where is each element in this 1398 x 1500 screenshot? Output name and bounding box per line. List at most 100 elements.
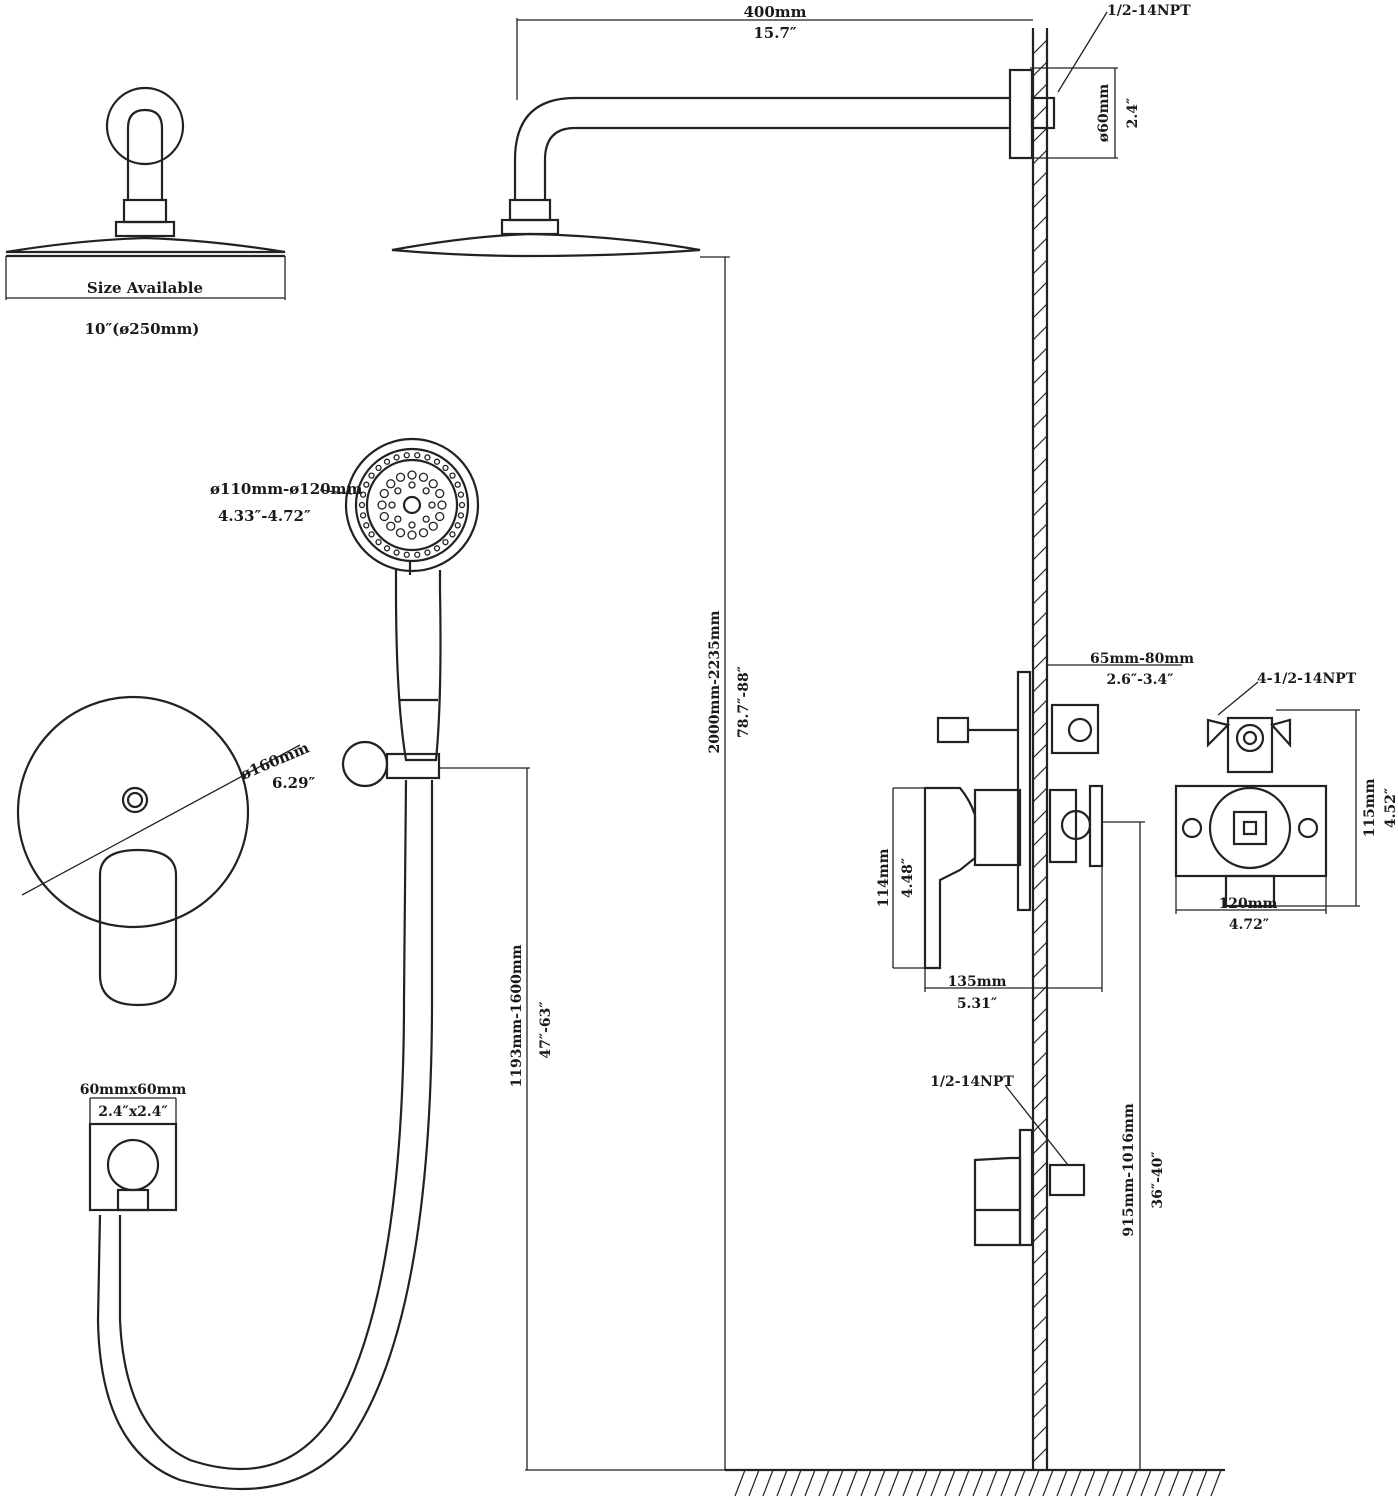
wall-hatch-line <box>1032 765 1048 781</box>
spray-nozzle <box>393 454 400 461</box>
floor-hatch-line <box>1042 1469 1054 1497</box>
arm-length-in: 15.7″ <box>753 24 797 42</box>
wall-hatch-line <box>1032 963 1048 979</box>
valve-body-height-dimension: 115mm 4.52″ <box>1276 709 1398 907</box>
wall-hatch-line <box>1032 1359 1048 1375</box>
spray-nozzle <box>386 479 396 489</box>
wall-hatch-line <box>1032 1029 1048 1045</box>
valve-proj-mm: 135mm <box>948 974 1007 990</box>
wall-hatch-line <box>1032 611 1048 627</box>
hand-shower-holder <box>96 740 441 1491</box>
valve-proj-in: 5.31″ <box>957 996 997 1012</box>
spray-nozzle <box>424 549 431 556</box>
floor-hatch-line <box>874 1469 886 1497</box>
floor-hatch-line <box>916 1469 928 1497</box>
spray-nozzle <box>422 487 430 495</box>
holder-height-in: 47″-63″ <box>538 1001 554 1058</box>
floor-hatch-line <box>762 1469 774 1497</box>
lower-outlet: 1/2-14NPT <box>930 1074 1086 1247</box>
arm-thread-label: 1/2-14NPT <box>1107 3 1191 19</box>
hand-shower <box>344 437 480 762</box>
handle-height-in: 4.48″ <box>900 858 916 898</box>
spray-nozzle <box>395 472 406 482</box>
wall-hatch-line <box>1032 655 1048 671</box>
wall-hatch-line <box>1032 61 1048 77</box>
rain-head-height-dimension: 2000mm-2235mm 78.7″-88″ <box>700 256 752 1470</box>
wall-hatch-line <box>1032 1051 1048 1067</box>
floor-hatch-line <box>776 1469 788 1497</box>
wall-hatch-line <box>1032 413 1048 429</box>
wall-hatch-line <box>1032 677 1048 693</box>
floor-hatch-line <box>986 1469 998 1497</box>
wall-hatch-line <box>1032 1205 1048 1221</box>
wall-hatch-line <box>1032 435 1048 451</box>
spray-nozzle <box>375 464 382 471</box>
valve-height-in: 36″-40″ <box>1150 1151 1166 1208</box>
wall-hatch-line <box>1032 39 1048 55</box>
spray-nozzle <box>363 522 370 529</box>
spray-nozzle <box>408 481 416 489</box>
floor-hatch-line <box>790 1469 802 1497</box>
wall-hatch-line <box>1032 281 1048 297</box>
wall-hatch-line <box>1032 1095 1048 1111</box>
spray-nozzle <box>368 531 375 538</box>
wall-hatch-line <box>1032 105 1048 121</box>
wall-hatch-line <box>1032 369 1048 385</box>
wall-hatch-line <box>1032 1337 1048 1353</box>
wall-hatch-line <box>1032 919 1048 935</box>
wall-hatch-line <box>1032 259 1048 275</box>
wall-hatch-line <box>1032 171 1048 187</box>
spray-nozzle <box>457 491 465 498</box>
valve-side-view <box>923 670 1104 970</box>
arm-thread-callout: 1/2-14NPT <box>1057 3 1191 93</box>
spray-nozzle <box>395 528 406 538</box>
arm-length-dimension: 400mm 15.7″ <box>516 3 1033 100</box>
valve-projection-dimension: 135mm 5.31″ <box>924 866 1103 1012</box>
wall-hatch-line <box>1032 479 1048 495</box>
floor-hatch-line <box>1210 1469 1222 1497</box>
wall-hatch-line <box>1032 149 1048 165</box>
wall-hatch-line <box>1032 457 1048 473</box>
valve-body-width-dimension: 120mm 4.72″ <box>1175 876 1327 933</box>
spray-nozzle <box>379 511 389 522</box>
spray-nozzle <box>407 470 417 480</box>
wall-hatch-line <box>1032 127 1048 143</box>
spray-nozzle <box>368 472 375 479</box>
wall-hatch-line <box>1032 1425 1048 1441</box>
wall-hatch-line <box>1032 809 1048 825</box>
spray-nozzle <box>418 528 429 538</box>
spray-nozzle <box>435 488 445 499</box>
floor-hatch-line <box>972 1469 984 1497</box>
floor <box>725 1468 1225 1497</box>
spray-nozzle <box>454 522 461 529</box>
rain-head-top-view: Size Available 10″(ø250mm) <box>5 86 286 338</box>
spray-nozzle <box>449 472 456 479</box>
wall-hatch-line <box>1032 1227 1048 1243</box>
flange-mm: ø60mm <box>1096 84 1112 143</box>
wall-outlet <box>88 1097 178 1212</box>
spray-nozzle <box>407 530 417 540</box>
wall-hatch-line <box>1032 589 1048 605</box>
holder-height-mm: 1193mm-1600mm <box>509 944 525 1087</box>
floor-hatch-line <box>930 1469 942 1497</box>
spray-nozzle <box>454 481 461 488</box>
wall-hatch-line <box>1032 743 1048 759</box>
holder-height-dimension: 1193mm-1600mm 47″-63″ <box>440 767 725 1471</box>
floor-hatch-line <box>1196 1469 1208 1497</box>
wall-hatch-line <box>1032 941 1048 957</box>
wall-hatch-line <box>1032 303 1048 319</box>
wall-outlet-size-in: 2.4″x2.4″ <box>98 1104 168 1120</box>
spray-nozzle <box>403 551 410 558</box>
wall-hatch-line <box>1032 391 1048 407</box>
spray-nozzle <box>458 501 466 509</box>
valve-body-thread: 4-1/2-14NPT <box>1257 671 1357 687</box>
spray-nozzle <box>442 539 449 546</box>
wall-hatch-line <box>1032 1073 1048 1089</box>
floor-hatch-line <box>1014 1469 1026 1497</box>
floor-hatch-line <box>1126 1469 1138 1497</box>
valve-body-front <box>1174 716 1328 908</box>
spray-nozzle <box>428 501 436 509</box>
wall-hatch-line <box>1032 699 1048 715</box>
floor-hatch-line <box>804 1469 816 1497</box>
floor-hatch-line <box>1084 1469 1096 1497</box>
